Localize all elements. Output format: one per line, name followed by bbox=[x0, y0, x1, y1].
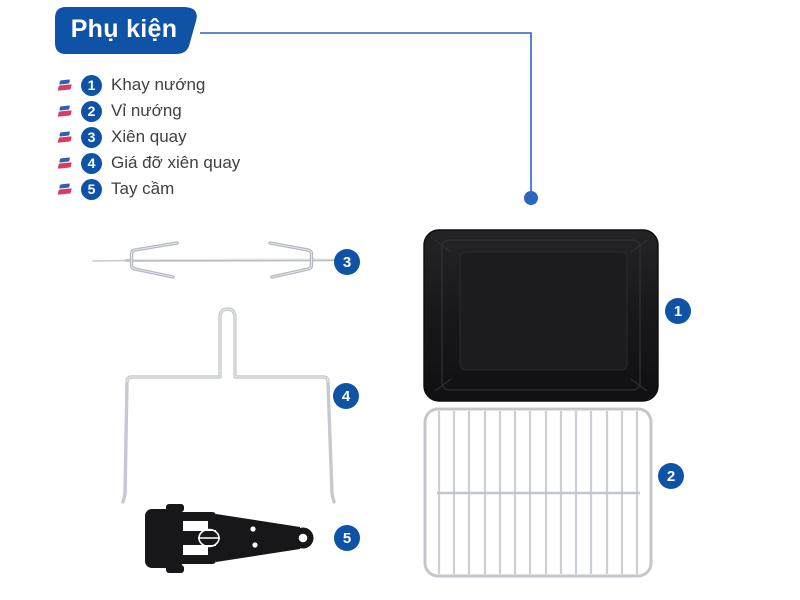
legend-item-khay-nuong: 1 Khay nướng bbox=[57, 72, 240, 98]
skewer-number-badge: 3 bbox=[334, 249, 360, 275]
tray-number-badge: 1 bbox=[665, 298, 691, 324]
legend-item-label: Vỉ nướng bbox=[111, 101, 182, 120]
legend-number-badge: 5 bbox=[81, 178, 102, 200]
legend-number-badge: 1 bbox=[81, 74, 102, 96]
page-title: Phụ kiện bbox=[70, 14, 178, 43]
grill-rack-image bbox=[423, 407, 653, 578]
title-badge bbox=[55, 7, 197, 54]
legend-number-badge: 4 bbox=[81, 152, 102, 174]
legend-number-badge: 3 bbox=[81, 126, 102, 148]
brand-logo-icon bbox=[57, 104, 72, 117]
baking-tray-image bbox=[423, 229, 659, 402]
rotisserie-skewer-image bbox=[92, 241, 340, 279]
handle-number-badge: 5 bbox=[334, 525, 360, 551]
brand-logo-icon bbox=[57, 182, 72, 195]
accessories-legend: 1 Khay nướng 2 Vỉ nướng 3 Xiên quay 4 Gi… bbox=[57, 72, 241, 202]
handle-image bbox=[145, 504, 314, 573]
legend-item-xien-quay: 3 Xiên quay bbox=[57, 124, 240, 150]
legend-item-gia-do-xien-quay: 4 Giá đỡ xiên quay bbox=[57, 150, 241, 176]
rack-number-badge: 2 bbox=[658, 463, 684, 489]
legend-item-label: Xiên quay bbox=[111, 127, 187, 146]
legend-item-vi-nuong: 2 Vỉ nướng bbox=[57, 98, 240, 124]
brand-logo-icon bbox=[57, 156, 72, 169]
stand-number-badge: 4 bbox=[333, 383, 359, 409]
legend-item-label: Giá đỡ xiên quay bbox=[111, 153, 241, 172]
legend-item-tay-cam: 5 Tay cầm bbox=[57, 176, 240, 202]
legend-item-label: Khay nướng bbox=[111, 75, 206, 94]
brand-logo-icon bbox=[57, 130, 72, 143]
skewer-stand-image bbox=[121, 307, 336, 504]
legend-item-label: Tay cầm bbox=[111, 179, 175, 198]
brand-logo-icon bbox=[57, 78, 72, 91]
legend-number-badge: 2 bbox=[81, 100, 102, 122]
